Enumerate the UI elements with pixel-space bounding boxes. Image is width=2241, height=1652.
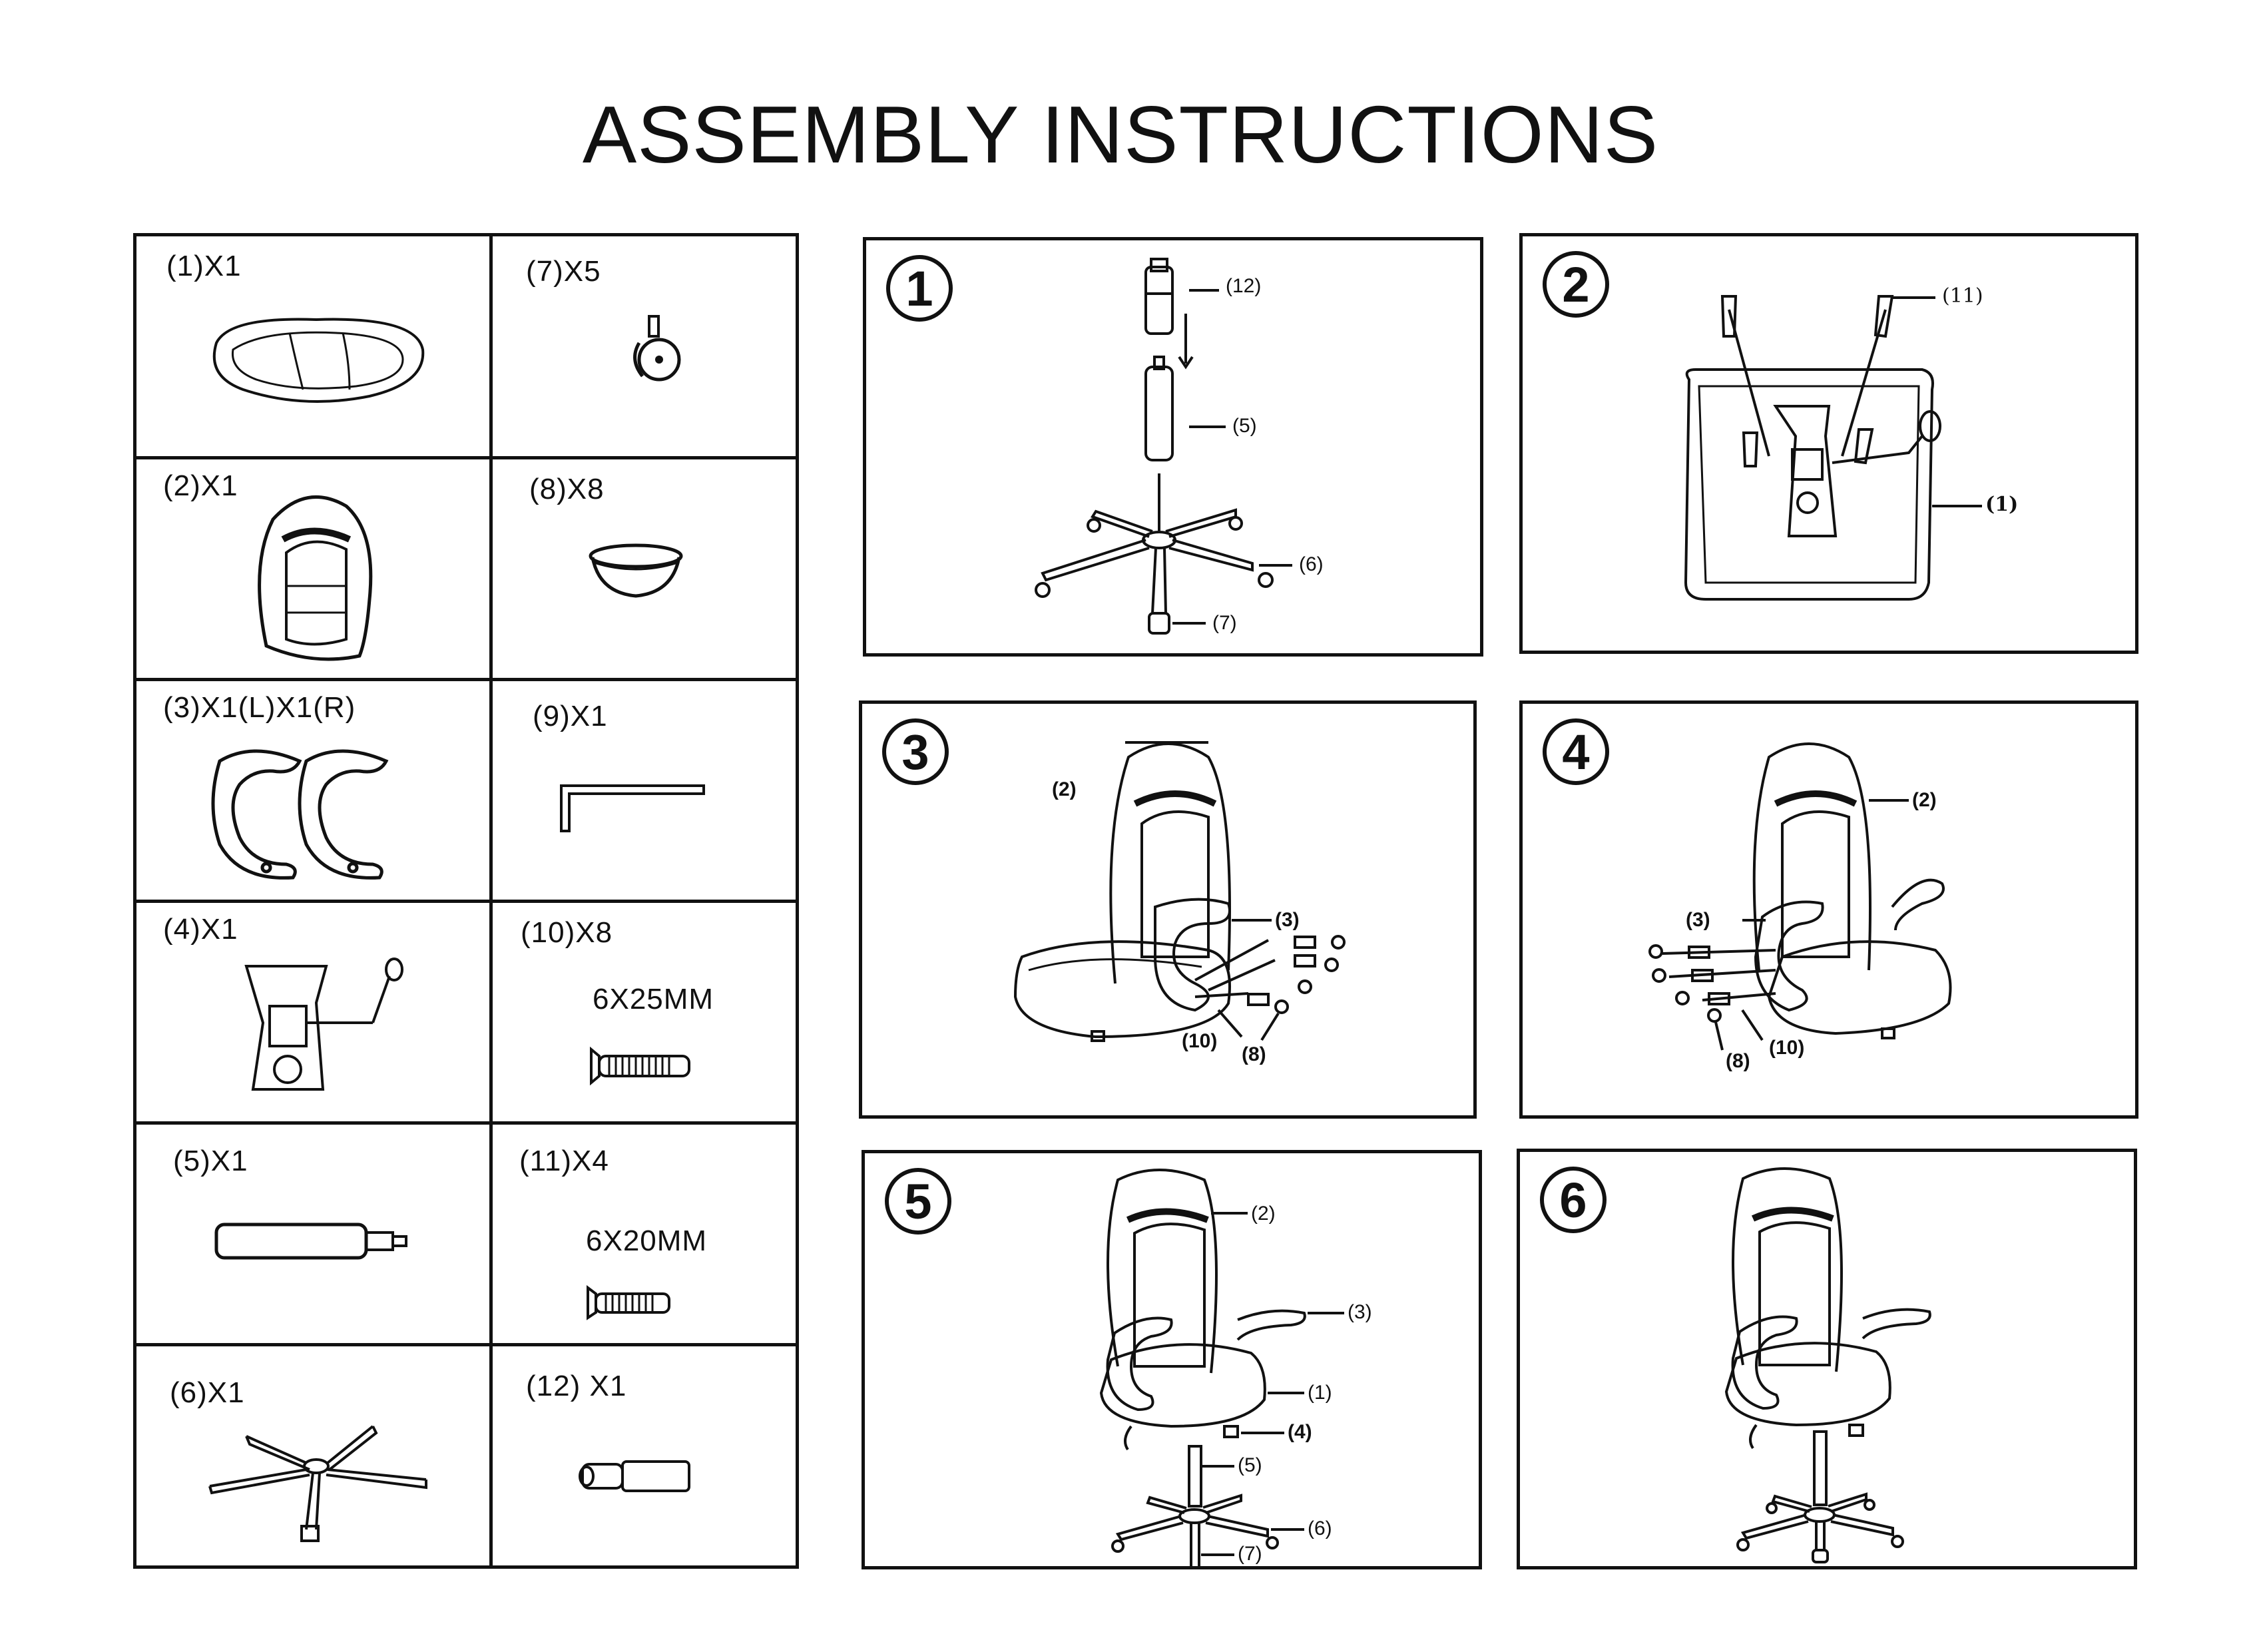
step-4-panel: 4 (2) (3) (8) (10): [1519, 700, 2138, 1119]
callout-label: (3): [1686, 909, 1710, 931]
step-6-panel: 6: [1517, 1149, 2137, 1569]
callout-label: (10): [1769, 1037, 1805, 1059]
part-cell-bolt-20: (11)X4 6X20MM: [493, 1125, 802, 1343]
step-number-badge: 1: [886, 255, 953, 322]
part-cell-gas-lift-cover: (12) X1: [493, 1346, 802, 1569]
callout-label: (5): [1232, 415, 1257, 437]
callout-label: (7): [1212, 612, 1237, 634]
step-number-badge: 5: [885, 1168, 951, 1235]
part-label: (10)X8: [521, 916, 613, 949]
armrest-attach-right-illustration: [1013, 741, 1346, 1042]
table-divider: [136, 456, 796, 459]
step-number-badge: 3: [882, 718, 949, 785]
callout-label: (2): [1912, 789, 1937, 811]
step-number-badge: 2: [1543, 251, 1609, 318]
table-divider: [136, 1121, 796, 1125]
callout-label: (8): [1726, 1050, 1750, 1072]
table-divider: [136, 678, 796, 681]
part-label: (9)X1: [533, 700, 608, 732]
gas-lift-cover-icon: [579, 1460, 690, 1492]
part-cell-allen-key: (9)X1: [493, 681, 802, 900]
callout-label: (5): [1238, 1454, 1262, 1476]
finished-chair-illustration: [1724, 1167, 1931, 1563]
part-label: (5)X1: [173, 1145, 248, 1177]
part-cell-gas-lift: (5)X1: [136, 1125, 489, 1343]
callout-label: (4): [1288, 1421, 1312, 1443]
bolt-size-spec: 6X25MM: [593, 983, 714, 1015]
callout-label: (2): [1052, 778, 1077, 800]
star-base-icon: [208, 1425, 427, 1542]
step-number-badge: 4: [1543, 718, 1609, 785]
gas-lift-icon: [214, 1223, 407, 1260]
part-label: (12) X1: [526, 1370, 627, 1402]
table-divider: [136, 1343, 796, 1346]
step-2-panel: 2 (11) (1): [1519, 233, 2138, 654]
page-title: ASSEMBLY INSTRUCTIONS: [582, 89, 1659, 180]
callout-label: (8): [1242, 1043, 1266, 1065]
callout-label: (10): [1182, 1030, 1218, 1052]
bolt-size-spec: 6X20MM: [586, 1225, 708, 1257]
part-cell-bolt-25: (10)X8 6X25MM: [493, 903, 802, 1121]
part-label: (8)X8: [529, 473, 605, 505]
parts-list-table: (1)X1 (7)X5 (2)X1 (8)X8: [133, 233, 799, 1569]
callout-label: (1): [1985, 493, 2019, 516]
seat-to-base-illustration: [1099, 1169, 1344, 1569]
part-cell-seat: (1)X1: [136, 236, 489, 456]
callout-label: (12): [1226, 275, 1262, 297]
part-cell-star-base: (6)X1: [136, 1346, 489, 1569]
callout-label: (2): [1251, 1203, 1276, 1225]
part-cell-bolt-cap: (8)X8: [493, 459, 802, 678]
backrest-icon: [258, 495, 373, 661]
part-label: (2)X1: [163, 469, 238, 502]
part-cell-armrests: (3)X1(L)X1(R): [136, 681, 489, 900]
part-cell-caster: (7)X5: [493, 236, 802, 456]
armrest-pair-icon: [211, 749, 389, 880]
bolt-cap-icon: [589, 543, 683, 598]
caster-wheel-icon: [633, 315, 681, 382]
part-label: (3)X1(L)X1(R): [163, 691, 356, 724]
part-cell-mechanism: (4)X1: [136, 903, 489, 1121]
callout-label: (6): [1308, 1517, 1332, 1539]
bolt-20mm-icon: [587, 1285, 670, 1320]
part-label: (6)X1: [170, 1376, 245, 1409]
base-assembly-illustration: [1035, 258, 1292, 635]
part-label: (11)X4: [519, 1145, 609, 1177]
callout-label: (3): [1348, 1301, 1372, 1323]
bolt-25mm-icon: [590, 1046, 690, 1086]
allen-key-icon: [560, 784, 705, 832]
step-3-panel: 3 (2) (3) (10) (8): [859, 700, 1477, 1119]
callout-label: (1): [1308, 1382, 1332, 1404]
seat-mechanism-icon: [244, 958, 403, 1091]
callout-label: (7): [1238, 1543, 1262, 1565]
callout-label: (3): [1275, 909, 1300, 931]
part-label: (7)X5: [526, 255, 601, 288]
step-5-panel: 5 (2) (3) (1) (: [862, 1150, 1482, 1569]
mechanism-to-seat-illustration: [1684, 295, 1982, 601]
armrest-attach-left-illustration: [1648, 742, 1952, 1051]
callout-label: (6): [1299, 553, 1324, 575]
table-divider: [136, 900, 796, 903]
seat-cushion-icon: [212, 318, 425, 403]
part-cell-backrest: (2)X1: [136, 459, 489, 678]
step-1-panel: 1 (12) (5) (6) (7): [863, 237, 1483, 657]
part-label: (4)X1: [163, 913, 238, 946]
callout-label: (11): [1942, 284, 1983, 308]
step-number-badge: 6: [1540, 1167, 1607, 1233]
part-label: (1)X1: [166, 250, 242, 282]
